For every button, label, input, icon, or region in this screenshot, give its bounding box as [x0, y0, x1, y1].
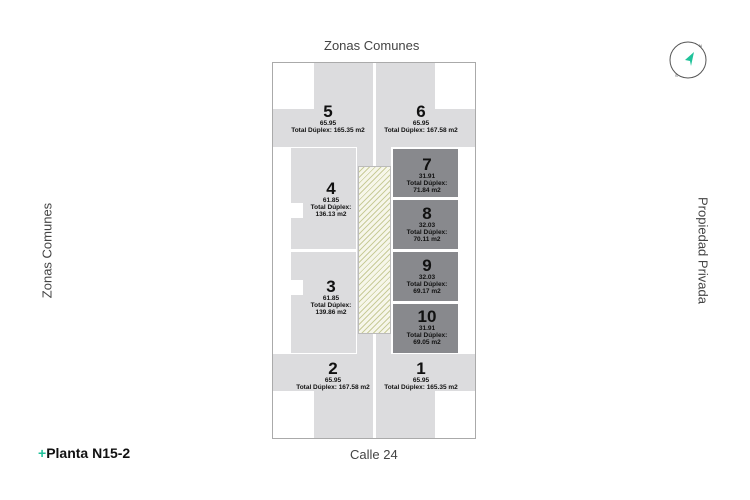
unit-7[interactable]	[392, 148, 459, 198]
top-label: Zonas Comunes	[324, 38, 420, 53]
plus-icon: +	[38, 445, 47, 461]
svg-text:N: N	[699, 43, 702, 48]
unit-5[interactable]	[314, 63, 373, 110]
left-label: Zonas Comunes	[39, 202, 55, 299]
right-label: Propiedad Privada	[695, 197, 711, 304]
plan-title: +Planta N15-2	[38, 445, 131, 461]
bottom-label: Calle 24	[350, 447, 398, 462]
unit-8[interactable]	[392, 199, 459, 250]
stair-hatch	[358, 166, 391, 334]
svg-text:S: S	[675, 73, 678, 78]
unit-4[interactable]	[291, 148, 356, 249]
unit-3[interactable]	[291, 252, 356, 353]
unit-2[interactable]	[273, 354, 373, 391]
compass-icon: NS	[669, 41, 707, 79]
unit-10[interactable]	[392, 303, 459, 354]
unit-1[interactable]	[376, 354, 475, 391]
unit-6[interactable]	[376, 63, 435, 110]
unit-9[interactable]	[392, 251, 459, 302]
